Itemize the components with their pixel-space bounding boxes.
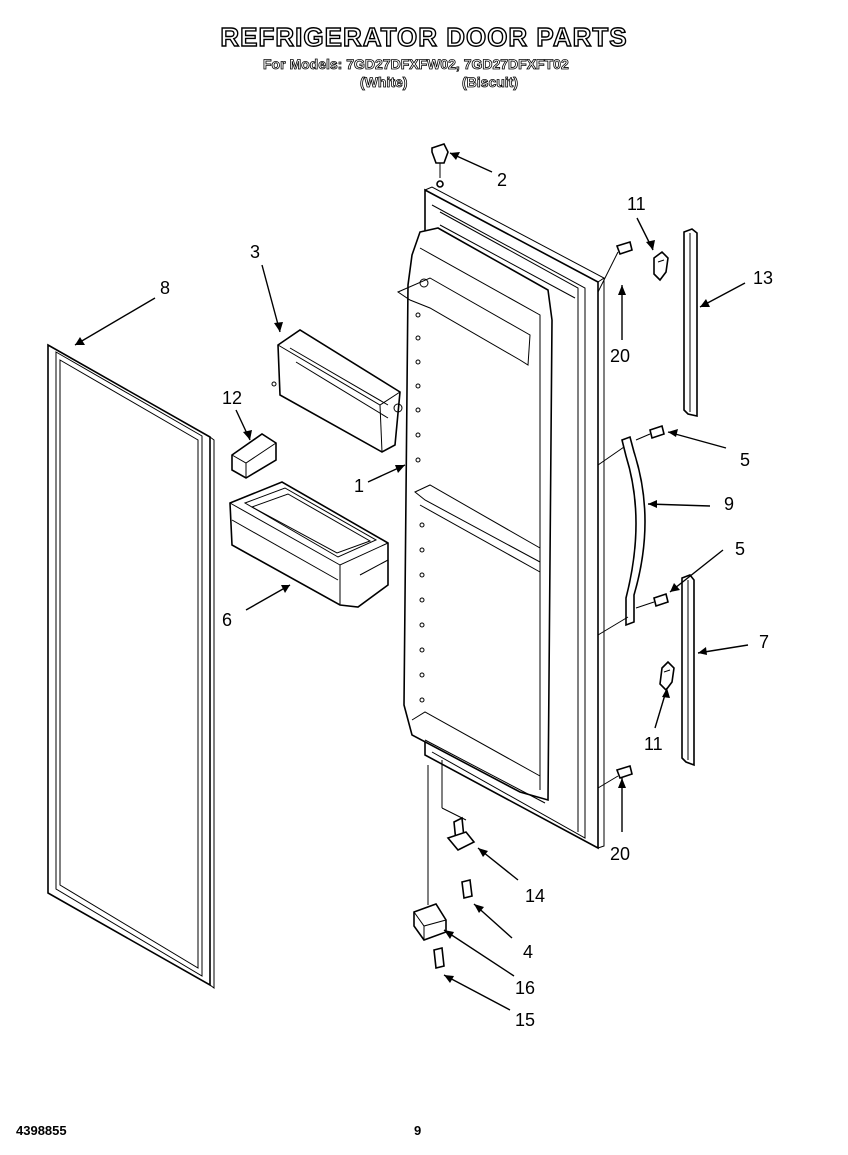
hinge-pin-part	[441, 760, 476, 851]
callout-1: 1	[354, 476, 364, 496]
callout-15: 15	[515, 1010, 535, 1030]
callout-11-upper: 11	[627, 194, 646, 214]
door-handle-part	[597, 435, 646, 636]
callout-5-upper: 5	[740, 450, 750, 470]
callout-12: 12	[222, 388, 242, 408]
bracket-screw-part	[433, 947, 445, 969]
callout-20-upper: 20	[610, 346, 630, 366]
variant-white: (White)	[360, 74, 408, 91]
screw-lower-part	[597, 764, 633, 789]
door-gasket-part	[47, 343, 215, 989]
inner-door-part	[396, 186, 605, 850]
handle-screw-upper-part	[635, 424, 665, 441]
variant-biscuit: (Biscuit)	[462, 74, 519, 91]
callout-labels: 2 11 13 3 8 20 12 5 1 9 5 6 7 11 20 14 4…	[160, 170, 773, 1030]
trim-clip-lower-part	[659, 660, 675, 692]
callout-8: 8	[160, 278, 170, 298]
callout-2: 2	[497, 170, 507, 190]
callout-6: 6	[222, 610, 232, 630]
leader-lines	[74, 152, 749, 1011]
handle-screw-lower-part	[635, 592, 669, 609]
callout-11-lower: 11	[644, 734, 663, 754]
callout-7: 7	[759, 632, 769, 652]
callout-3: 3	[250, 242, 260, 262]
hinge-screw-part	[461, 879, 473, 899]
top-plug-part	[431, 143, 449, 188]
door-bin-part	[229, 481, 389, 608]
callout-16: 16	[515, 978, 535, 998]
models-line: For Models: 7GD27DFXFW02, 7GD27DFXFT02	[263, 56, 570, 73]
clip-part	[231, 433, 277, 479]
page-title: REFRIGERATOR DOOR PARTS	[220, 21, 628, 52]
upper-trim-part	[683, 228, 698, 417]
callout-13: 13	[753, 268, 773, 288]
screw-upper-part	[597, 240, 633, 293]
callout-9: 9	[724, 494, 734, 514]
lower-trim-part	[681, 574, 695, 767]
callout-4: 4	[523, 942, 533, 962]
page-number: 9	[414, 1123, 422, 1138]
hinge-bracket-part	[413, 765, 447, 941]
callout-20-lower: 20	[610, 844, 630, 864]
callout-5-lower: 5	[735, 539, 745, 559]
callout-14: 14	[525, 886, 545, 906]
document-number: 4398855	[16, 1123, 67, 1138]
trim-clip-upper-part	[653, 250, 669, 282]
dairy-door-part	[271, 329, 403, 453]
